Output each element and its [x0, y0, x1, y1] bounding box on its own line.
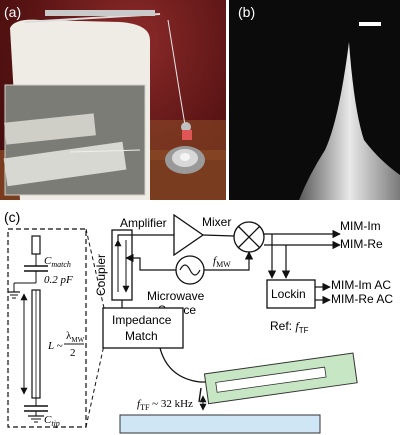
- mixer-label: Mixer: [202, 215, 231, 229]
- coupler-label: Coupler: [94, 254, 108, 296]
- mim-im-label: MIM-Im: [340, 219, 381, 233]
- svg-text:Cmatch: Cmatch: [44, 255, 71, 269]
- lockin-box: [266, 279, 316, 309]
- photo-panel-a: (a): [0, 0, 226, 200]
- lockin-label: Lockin: [271, 287, 306, 301]
- ref-f: f: [295, 319, 300, 333]
- svg-text:Ctip: Ctip: [44, 414, 60, 428]
- lambda-symbol: λ: [66, 330, 72, 342]
- fraction-denominator: 2: [70, 347, 76, 359]
- lambda-sub: MW: [71, 336, 84, 344]
- svg-text:λMW: λMW: [66, 330, 85, 344]
- line-segment-top: [31, 235, 41, 255]
- panel-c-label: (c): [4, 209, 20, 225]
- probe-photo: [0, 10, 226, 200]
- c-match-label: C: [44, 255, 52, 267]
- mim-im-ac-label: MIM-Im AC: [331, 278, 391, 292]
- f-mw-sub: MW: [216, 260, 231, 269]
- sem-panel-b: (b): [229, 0, 400, 200]
- c-tip-label: C: [44, 414, 52, 426]
- mim-re-label: MIM-Re: [340, 237, 383, 251]
- tip-sem-image: [299, 22, 400, 200]
- mim-re-ac-label: MIM-Re AC: [331, 292, 393, 306]
- ref-label: Ref:: [270, 319, 295, 333]
- length-label: L ~: [47, 340, 63, 352]
- amplifier-symbol: [173, 213, 205, 257]
- microwave-source-label: Microwave: [147, 289, 205, 303]
- impedance-label-1: Impedance: [112, 313, 172, 327]
- coupler-box: [111, 229, 133, 301]
- svg-text:fTF ~ 32 kHz: fTF ~ 32 kHz: [137, 398, 193, 412]
- panel-a-label: (a): [4, 4, 22, 20]
- panel-b-label: (b): [238, 4, 256, 20]
- circuit-inset-box: [7, 228, 87, 428]
- scale-bar: [359, 22, 381, 26]
- tip: [198, 387, 202, 403]
- f-mw-label: f: [213, 255, 218, 267]
- svg-text:Ref: fTF: Ref: fTF: [270, 319, 309, 335]
- impedance-label-2: Match: [125, 329, 158, 343]
- c-tip-sub: tip: [51, 419, 59, 428]
- amplifier-label: Amplifier: [120, 216, 167, 230]
- c-match-sub: match: [51, 260, 71, 269]
- c-match-value: 0.2 pF: [44, 274, 73, 286]
- cable-to-tip: [159, 347, 220, 383]
- sample: [119, 414, 321, 434]
- ftf-value: ~ 32 kHz: [149, 398, 193, 410]
- wire-coupler-amplifier: [117, 234, 174, 240]
- ftf-sub: TF: [140, 403, 150, 412]
- ftf-label: f: [137, 398, 142, 410]
- inset-connector-bottom: [85, 344, 105, 428]
- ref-sub: TF: [299, 326, 309, 335]
- impedance-match-box: [102, 307, 184, 349]
- svg-text:fMW: fMW: [213, 255, 231, 269]
- schematic-panel-c: (c) Cmatch 0.2 pF L ~ λMW 2 Ctip Amplifi…: [4, 209, 393, 434]
